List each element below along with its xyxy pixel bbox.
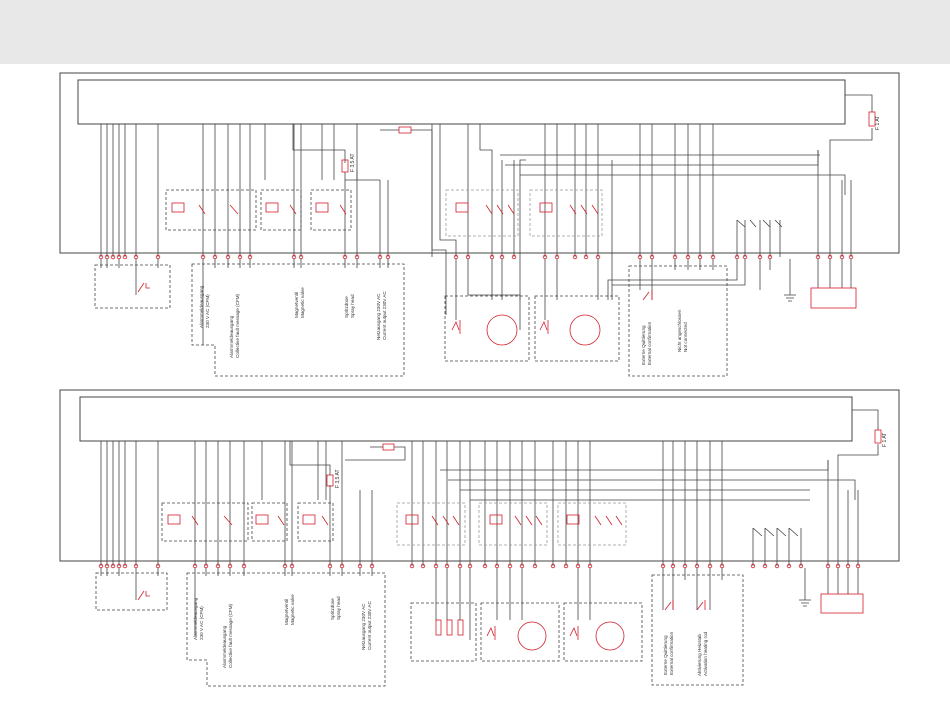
bottom-relay-group xyxy=(161,502,627,546)
top-collective-fault-label-en: Collective fault message (CFM) xyxy=(235,293,240,358)
top-banner xyxy=(0,0,950,64)
bottom-solenoid-label-de: Magnetventil xyxy=(284,599,289,625)
bottom-ext-confirm-label-de: Externe Quittierung xyxy=(663,635,668,675)
bottom-collective-fault-label-de: Alarmmeldeausgang xyxy=(222,625,227,668)
bottom-spray-head-label-de: Spritzdüse xyxy=(330,598,335,620)
top-bus-wires xyxy=(100,94,873,315)
top-not-connected-label-de: Nicht angeschlossen xyxy=(677,309,682,352)
bottom-thermostat-2-icon xyxy=(569,626,579,640)
bottom-terminal-row xyxy=(98,563,861,569)
top-ext-confirm-label-de: Externe Quittierung xyxy=(641,325,646,365)
bottom-fuse-main-label: F 1 AT xyxy=(882,433,888,447)
bottom-wiring-panel xyxy=(59,389,900,687)
bottom-panel-frame xyxy=(59,389,900,562)
top-solenoid-label-en: Magnetic valve xyxy=(300,287,305,318)
top-spray-head-label-en: Spray head xyxy=(350,294,355,318)
bottom-mains-output-label-de: Netzausgang 230V AC xyxy=(361,603,366,650)
bottom-heater-1-icon xyxy=(435,619,442,636)
bottom-heater-3-icon xyxy=(457,619,464,636)
top-solenoid-label-de: Magnetventil xyxy=(294,292,299,318)
bottom-external-wires xyxy=(100,568,859,640)
bottom-ext-confirm-switch-icon xyxy=(664,600,674,611)
bottom-relay-coils xyxy=(167,514,623,526)
bottom-fuse-sub-label: F 3,5 AT xyxy=(335,469,341,488)
top-thermostat-1-icon xyxy=(451,320,461,334)
bottom-ext-confirm-label-en: External confirmation xyxy=(669,631,674,675)
bottom-solenoid-label-en: Magnetic valve xyxy=(290,594,295,625)
top-load-box xyxy=(810,287,857,309)
top-external-boxes xyxy=(94,263,728,377)
top-alarm-output-label-en: 230 V AC (CFM) xyxy=(205,294,210,328)
top-collective-fault-label-de: Alarmmeldeausgang xyxy=(229,315,234,358)
bottom-collective-fault-label-en: Collective fault message (CFM) xyxy=(228,603,233,668)
bottom-field-devices xyxy=(137,590,864,651)
bottom-alarm-output-label-de: Alarmmeldeausgang xyxy=(193,597,198,640)
top-terminal-row xyxy=(98,254,854,260)
top-panel-frame xyxy=(59,72,900,254)
top-field-devices xyxy=(137,282,857,346)
bottom-motor-2-icon xyxy=(595,621,625,651)
top-inline-fuse xyxy=(398,126,412,134)
bottom-heating-switch-icon xyxy=(696,600,706,611)
top-thermostat-2-icon xyxy=(539,320,549,334)
top-alarm-output-label-de: Alarmmeldeausgang xyxy=(199,285,204,328)
bottom-labels: F 1 AT F 3,5 AT Alarmmeldeausgang 230 V … xyxy=(193,433,888,676)
bottom-load-box xyxy=(820,593,864,614)
top-controller-board xyxy=(77,79,846,125)
top-wiring-panel xyxy=(59,72,900,377)
top-motor-2-icon xyxy=(569,314,601,346)
bottom-float-switch-icon xyxy=(137,590,150,601)
top-relay-group xyxy=(165,189,603,237)
bottom-thermostat-1-icon xyxy=(486,626,496,640)
top-external-wires xyxy=(100,259,852,345)
top-mains-output-label-de: Netzausgang 230V AC xyxy=(376,293,381,340)
top-labels: F 1 AT F 3,5 AT Alarmmeldeausgang 230 V … xyxy=(199,116,881,365)
top-fuse-main-label: F 1 AT xyxy=(875,116,881,130)
top-not-connected-label-en: Not connected xyxy=(683,322,688,352)
top-ext-confirm-switch-icon xyxy=(642,290,653,301)
bottom-motor-1-icon xyxy=(517,621,547,651)
top-fuse-main xyxy=(868,111,876,127)
bottom-mains-output-label-en: Current output 230V AC xyxy=(367,601,372,650)
bottom-bus-wires xyxy=(100,409,879,566)
bottom-fuse-sub xyxy=(326,474,334,487)
top-fuse-sub-label: F 3,5 AT xyxy=(350,153,356,172)
bottom-heater-2-icon xyxy=(446,619,453,636)
top-fuse-sub xyxy=(341,159,349,173)
top-relay-coils xyxy=(171,202,599,215)
top-spray-head-label-de: Spritzdüse xyxy=(344,296,349,318)
bottom-fuse-main xyxy=(874,429,882,444)
bottom-controller-board xyxy=(79,396,853,442)
bottom-alarm-output-label-en: 230 V AC (CFM) xyxy=(199,606,204,640)
bottom-spray-head-label-en: Spray head xyxy=(336,596,341,620)
top-ext-confirm-label-en: External confirmation xyxy=(647,321,652,365)
bottom-inline-fuse xyxy=(382,443,395,451)
bottom-heating-rod-label-de: Aktivierung Heizstab xyxy=(697,634,702,676)
top-mains-output-label-en: Current output 230V AC xyxy=(382,291,387,340)
top-float-switch-icon xyxy=(137,282,150,293)
top-motor-1-icon xyxy=(486,314,518,346)
bottom-heating-rod-label-en: Activation heating rod xyxy=(703,631,708,676)
bottom-external-boxes xyxy=(95,572,744,687)
